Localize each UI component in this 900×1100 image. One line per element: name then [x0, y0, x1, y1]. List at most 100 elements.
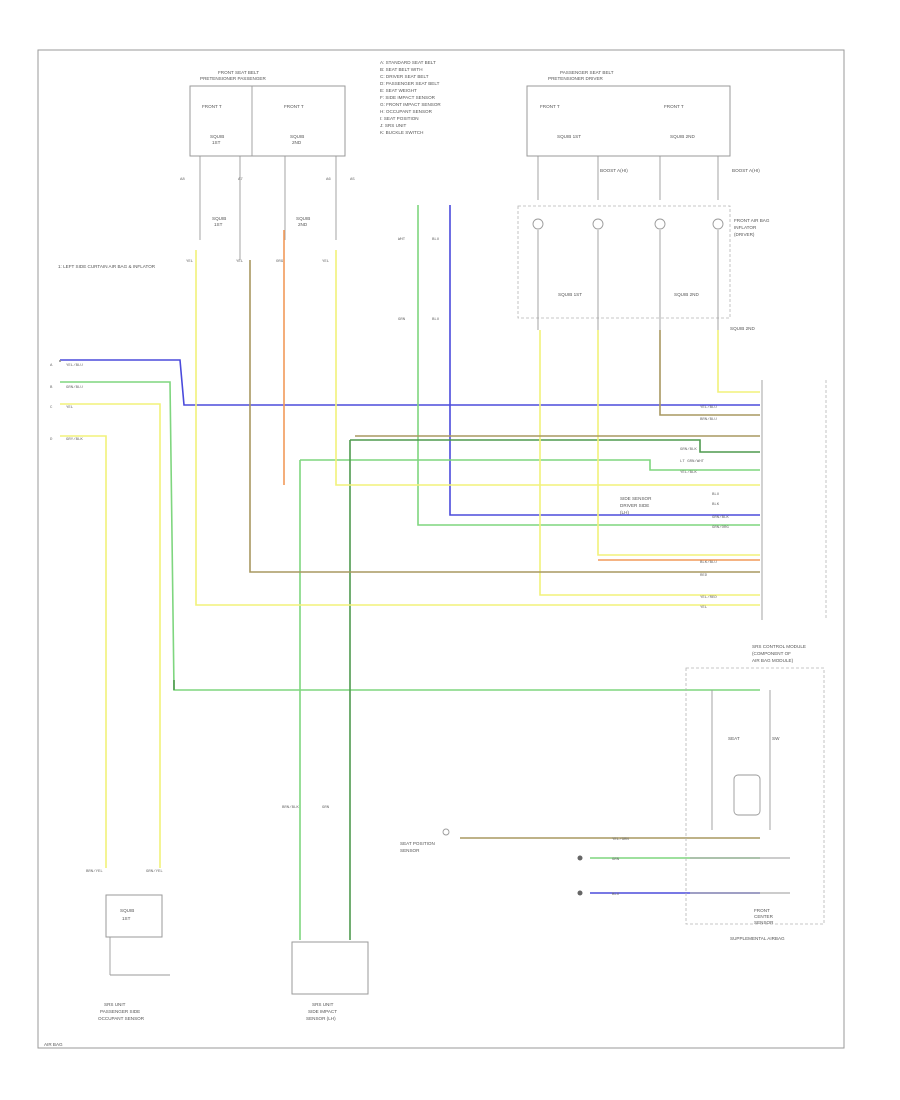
front-left-header-1: FRONT SEAT BELT	[218, 70, 259, 75]
svg-text:SEAT: SEAT	[728, 736, 740, 741]
srs-wire-6: BLK	[712, 503, 720, 507]
front-left-header-2: PRETENSIONER PASSENGER	[200, 76, 266, 81]
srs-wire-3: LT GRN/WHT	[680, 459, 705, 464]
right-small-label-0: FRONT	[754, 908, 770, 913]
conn-letter-3: D	[50, 438, 53, 442]
srs-module-label-2: AIR BAG MODULE)	[752, 658, 794, 663]
conn-letter-1: B	[50, 386, 53, 390]
svg-text:YEL: YEL	[186, 260, 194, 264]
wire-yellow-d	[717, 330, 760, 393]
left-switch-note: 1: LEFT SIDE CURTAIN AIR BAG & INFLATOR	[58, 264, 156, 269]
srs-wire-11: YEL/RED	[700, 595, 717, 600]
right-module-label-1: INFLATOR	[734, 225, 757, 230]
wire-green-srs	[300, 459, 760, 471]
srs-sensor-label-2: (LH)	[620, 510, 629, 515]
bottom-center-label-1: SIDE IMPACT	[308, 1009, 337, 1014]
front-right-header-1: PASSENGER SEAT BELT	[560, 70, 614, 75]
bottom-center-sensor: BRN/BLK GRN SRS UNIT SIDE IMPACT SENSOR …	[282, 805, 369, 1021]
srs-wire-2: GRN/BLK	[680, 447, 697, 452]
bottom-wire-4: GRN/YEL	[146, 869, 163, 874]
svg-text:FRONT T: FRONT T	[664, 104, 684, 109]
svg-text:FRONT T: FRONT T	[284, 104, 304, 109]
svg-text:SQUIB: SQUIB	[120, 908, 134, 913]
note-6: G: FRONT IMPACT SENSOR	[380, 102, 441, 107]
wire-yellow-c	[597, 330, 760, 556]
wire-dkgreen-srs	[350, 439, 760, 453]
svg-text:YEL: YEL	[322, 260, 330, 264]
wire-blue-main	[60, 359, 760, 406]
conn-label-2: YEL	[66, 406, 74, 410]
srs-wire-12: YEL	[700, 606, 708, 610]
upper-switch-1: SQUIB 2ND	[670, 134, 695, 139]
left-connector: 1: LEFT SIDE CURTAIN AIR BAG & INFLATOR …	[50, 264, 156, 442]
svg-text:A7: A7	[238, 178, 243, 182]
right-small-label-2: SENSOR	[754, 920, 774, 925]
harness-label-1: BLU	[432, 238, 440, 242]
svg-text:SQUIB: SQUIB	[212, 216, 226, 221]
wire-green-center	[417, 205, 760, 526]
srs-wire-10: RED	[700, 574, 708, 578]
svg-text:ORG: ORG	[276, 260, 284, 264]
bottom-left-label-1: PASSENGER SIDE	[100, 1009, 140, 1014]
note-5: F: SIDE IMPACT SENSOR	[380, 95, 436, 100]
srs-wire-5: BLU	[712, 493, 720, 497]
page-frame	[37, 49, 845, 1049]
right-module-label-0: FRONT AIR BAG	[734, 218, 770, 223]
bottom-right-label: SUPPLEMENTAL AIRBAG	[730, 936, 785, 941]
front-left-pretensioner: FRONT SEAT BELT PRETENSIONER PASSENGER F…	[180, 70, 355, 264]
svg-text:2ND: 2ND	[292, 140, 302, 145]
wire-blue-center	[449, 205, 760, 516]
svg-text:A8: A8	[180, 178, 185, 182]
conn-label-3: GRY/BLK	[66, 437, 83, 442]
svg-text:FRONT T: FRONT T	[202, 104, 222, 109]
wire-green-lower	[60, 381, 760, 691]
bottom-wire-1: GRN	[612, 858, 620, 862]
svg-text:SQUIB: SQUIB	[210, 134, 224, 139]
bottom-wire-0: YEL/GRN	[612, 837, 629, 842]
srs-module-label-0: SRS CONTROL MODULE	[752, 644, 806, 649]
center-notes: A: STANDARD SEAT BELT B: SEAT BELT WITH …	[380, 60, 441, 322]
wire-yellow-b	[335, 250, 760, 486]
srs-wire-8: GRN/ORG	[712, 525, 729, 530]
note-2: C: DRIVER SEAT BELT	[380, 74, 429, 79]
srs-wire-0: YEL/BLU	[700, 405, 717, 410]
srs-wire-7: GRN/BLK	[712, 515, 729, 520]
note-9: J: SRS UNIT	[380, 123, 406, 128]
right-module-label-2: (DRIVER)	[734, 232, 755, 237]
upper-switch-0: SQUIB 1ST	[557, 134, 581, 139]
right-small-label-1: CENTER	[754, 914, 774, 919]
conn-label-0: YEL/BLU	[66, 363, 83, 368]
svg-text:FRONT T: FRONT T	[540, 104, 560, 109]
wire-yellow-a	[195, 250, 760, 606]
srs-wire-1: BRN/BLU	[700, 417, 717, 422]
svg-text:2ND: 2ND	[298, 222, 308, 227]
svg-text:SQUIB: SQUIB	[290, 134, 304, 139]
wire-olive-b	[659, 330, 760, 416]
right-tag-0: BOOST A(HI)	[732, 168, 760, 173]
wire-olive-a	[249, 260, 760, 573]
svg-text:SW: SW	[772, 736, 780, 741]
svg-text:YEL: YEL	[236, 260, 244, 264]
wire-yellow-e	[539, 330, 760, 596]
seat-sensor-label-0: SEAT POSITION	[400, 841, 435, 846]
bottom-left-label-0: SRS UNIT	[104, 1002, 126, 1007]
note-4: E: SEAT WEIGHT	[380, 88, 417, 93]
svg-text:1ST: 1ST	[212, 140, 221, 145]
upper-switch-2: SQUIB 1ST	[558, 292, 582, 297]
front-right-header-2: PRETENSIONER DRIVER	[548, 76, 604, 81]
note-8: I: SEAT POSITION	[380, 116, 419, 121]
svg-text:1ST: 1ST	[122, 916, 131, 921]
svg-text:1ST: 1ST	[214, 222, 223, 227]
harness-label-0: WHT	[398, 238, 406, 242]
srs-sensor-label-0: SIDE SENSOR	[620, 496, 652, 501]
conn-label-1: GRN/BLU	[66, 385, 83, 390]
note-1: B: SEAT BELT WITH	[380, 67, 423, 72]
srs-control-module: YEL/BLU BRN/BLU GRN/BLK LT GRN/WHT YEL/B…	[620, 380, 827, 663]
svg-text:GRN: GRN	[322, 806, 330, 810]
right-tag-4: SQUIB 2ND	[730, 326, 755, 331]
upper-switch-3: SQUIB 2ND	[674, 292, 699, 297]
bottom-wire-3: BRN/YEL	[86, 869, 103, 874]
harness-label-2: GRN	[398, 318, 406, 322]
wire-yellow-left	[60, 403, 161, 868]
front-right-pretensioner: PASSENGER SEAT BELT PRETENSIONER DRIVER …	[517, 70, 770, 331]
